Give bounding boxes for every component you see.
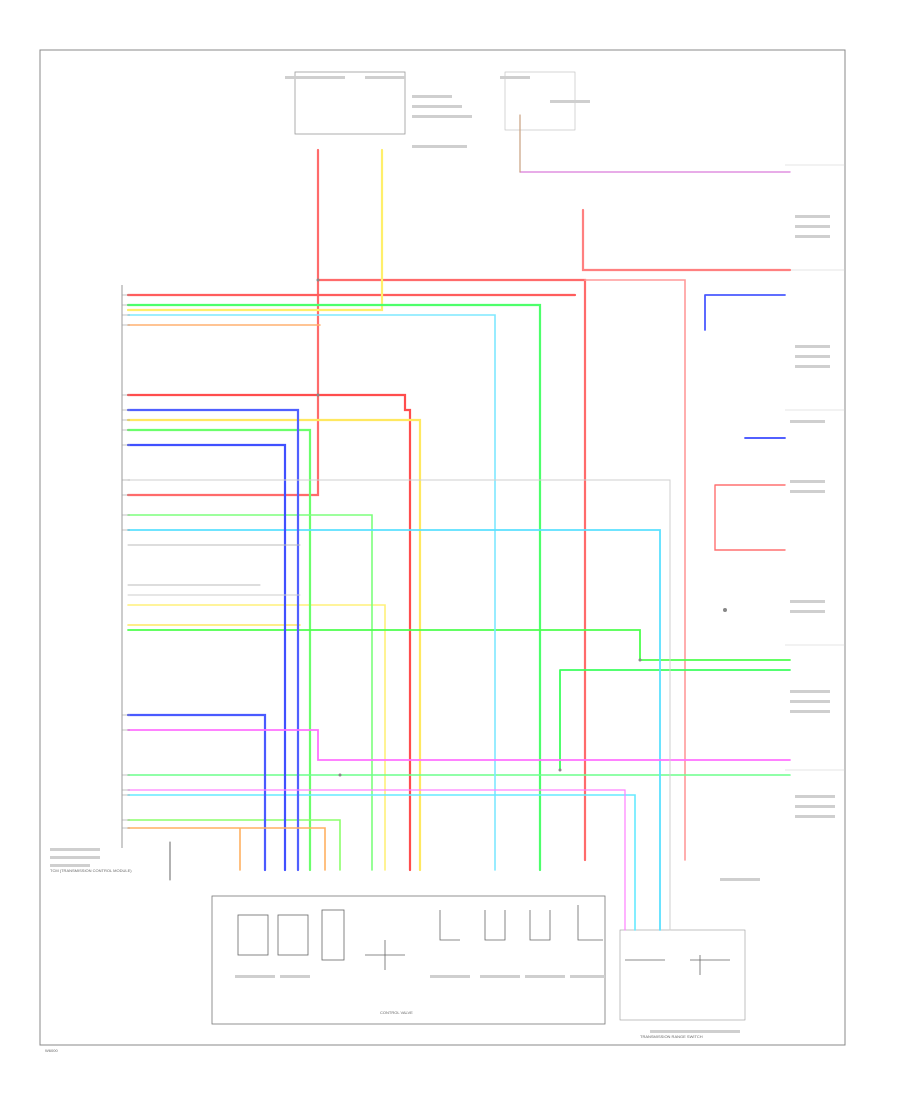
wire-blue-1 [126,408,300,872]
wire-red-right [581,208,792,272]
tcm-label: TCM (TRANSMISSION CONTROL MODULE) [50,868,132,873]
wire-red-3 [126,393,412,872]
wire-green-3 [127,514,373,871]
wire-pink-1 [127,729,791,761]
wire-pink-2 [127,789,626,931]
wire-green-2 [126,428,312,872]
footer-code: W6000 [45,1048,58,1053]
range-switch-box [619,929,746,1021]
wire-red-mid [714,484,786,551]
wire-orange-2 [127,827,326,871]
diagram-frame [39,49,846,1046]
wire-cyan-1 [127,314,496,871]
right-side-dividers [785,164,845,771]
wire-green-6 [559,669,791,771]
wire-red-right2 [584,279,686,861]
wire-green-7 [127,819,341,871]
wire-green-1 [126,303,542,872]
wire-blue-2 [126,443,287,872]
wire-gray-1 [127,479,671,931]
control-valve-label: CONTROL VALVE [380,1010,413,1015]
transmission-range-label: TRANSMISSION RANGE SWITCH [640,1034,703,1039]
connector-dots [316,278,727,777]
illegible-labels [50,76,835,1033]
wire-yellow-3 [127,604,386,871]
wire-yellow-2 [126,418,422,872]
wire-yellow-1 [126,148,384,312]
wire-red-top [316,278,587,862]
wire-blue-3 [126,713,267,872]
wire-green-4 [127,629,791,661]
wire-red-main [126,148,320,497]
tcm-pin-marks [122,294,130,829]
wire-cyan-3 [127,794,636,931]
control-valve-box [211,895,606,1025]
solenoid-symbols [237,905,730,975]
wire-blue-right [704,294,786,331]
wire-cyan-2 [127,529,661,931]
fuse-box-left [294,71,406,135]
